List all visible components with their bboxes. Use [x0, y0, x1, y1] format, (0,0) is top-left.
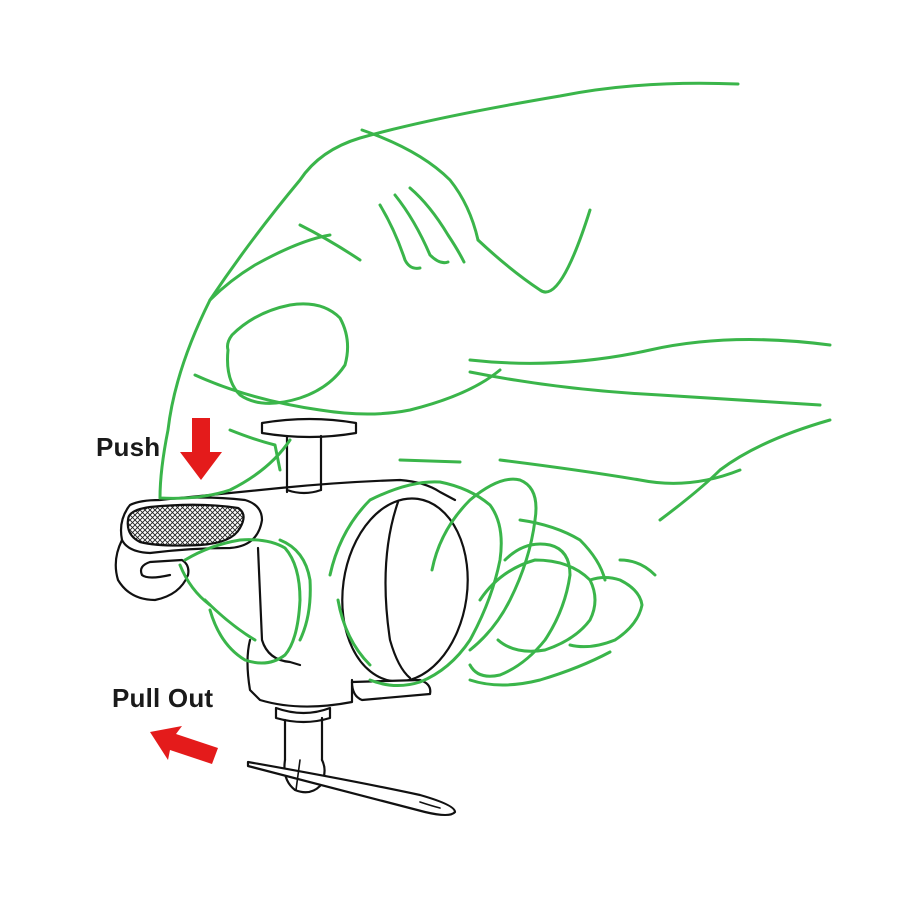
thumb: [226, 302, 350, 405]
arrow-down-icon: [180, 418, 222, 480]
pull-arrow: [150, 726, 218, 764]
push-label: Push: [96, 432, 161, 462]
needle: [246, 760, 457, 817]
ring-finger: [430, 477, 538, 652]
middle-finger: [328, 480, 503, 687]
push-arrow: [180, 418, 222, 480]
pull-out-label: Pull Out: [112, 683, 214, 713]
needle-shaft: [274, 706, 332, 724]
little-finger: [478, 558, 597, 653]
top-pin: [260, 417, 358, 495]
hand-illustration: [158, 81, 832, 687]
lever-grip-pad: [126, 503, 245, 547]
clamp-body: [158, 478, 457, 708]
arrow-down-left-icon: [150, 726, 218, 764]
